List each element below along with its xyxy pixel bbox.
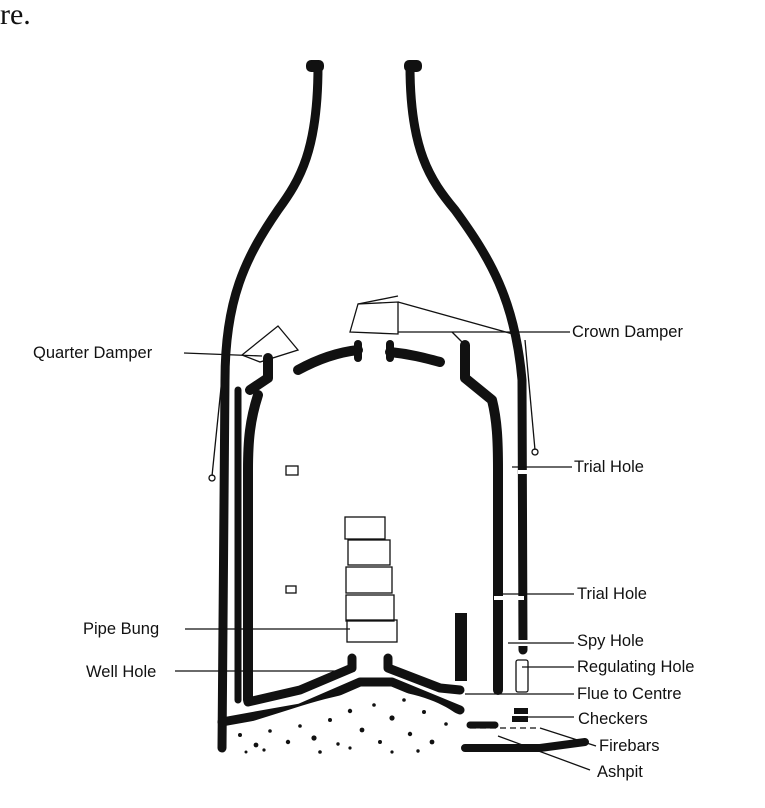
oven-floor: [217, 613, 467, 727]
chimney-lip-left: [306, 60, 324, 72]
label-quarter-damper: Quarter Damper: [33, 344, 153, 362]
label-well-hole: Well Hole: [86, 663, 156, 681]
label-trial-hole-lower: Trial Hole: [577, 585, 647, 603]
kiln-outer-shell: [217, 60, 528, 753]
checker-brick-bottom: [512, 716, 528, 722]
label-regulating-hole: Regulating Hole: [577, 658, 694, 676]
label-pipe-bung: Pipe Bung: [83, 620, 159, 638]
label-flue-to-centre: Flue to Centre: [577, 685, 682, 703]
label-checkers: Checkers: [578, 710, 648, 728]
label-ashpit: Ashpit: [597, 763, 643, 781]
ashpit-rubble: [228, 690, 458, 754]
saggar-stack: [344, 516, 398, 643]
regulating-hole-opening: [515, 659, 529, 693]
oven-wall: [243, 340, 503, 705]
label-firebars: Firebars: [599, 737, 660, 755]
chimney-lip-right: [404, 60, 422, 72]
leader-lines: [175, 331, 597, 771]
wall-opening-upper: [285, 465, 299, 476]
page-text-fragment: re.: [0, 0, 31, 31]
quarter-damper: [208, 325, 466, 482]
label-spy-hole: Spy Hole: [577, 632, 644, 650]
wall-opening-lower: [285, 585, 297, 594]
label-trial-hole-upper: Trial Hole: [574, 458, 644, 476]
label-crown-damper: Crown Damper: [572, 323, 683, 341]
bag-wall: [455, 613, 467, 681]
crown-damper: [349, 295, 539, 456]
checker-brick-top: [514, 708, 528, 714]
firemouth: [461, 659, 589, 752]
